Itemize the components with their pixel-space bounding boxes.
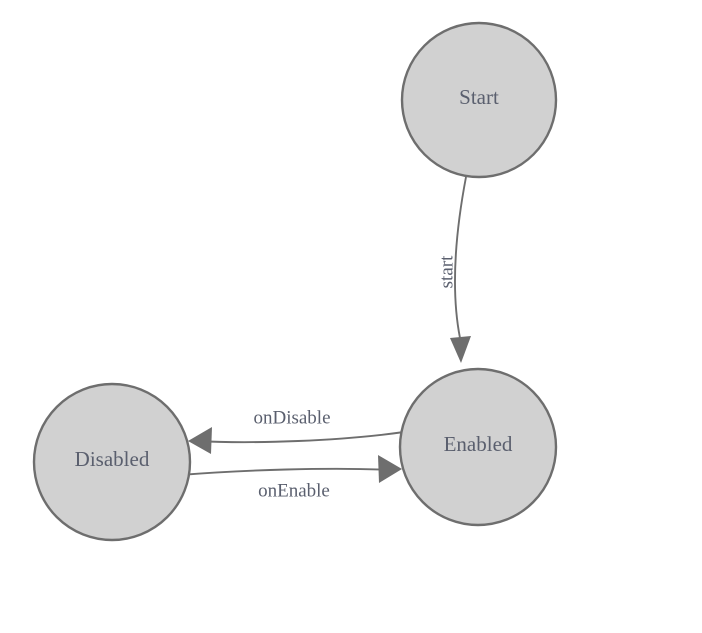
edge-disabled-to-enabled[interactable]: onEnable [179, 455, 402, 501]
edge-label-ondisable: onDisable [253, 407, 330, 428]
node-start-label: Start [459, 85, 499, 109]
edge-disabled-to-enabled-path [179, 467, 393, 476]
edge-start-to-enabled[interactable]: start [436, 176, 471, 363]
node-enabled-circle [398, 367, 558, 527]
node-disabled[interactable]: Disabled [32, 382, 192, 542]
arrowhead-down-enabled [450, 336, 471, 363]
node-disabled-circle [32, 382, 192, 542]
edge-enabled-to-disabled-path [195, 431, 405, 444]
node-disabled-label: Disabled [75, 447, 150, 471]
arrowhead-left-disabled [188, 427, 212, 454]
node-start-circle [400, 21, 558, 179]
edge-start-to-enabled-path [454, 176, 467, 339]
edge-label-start: start [436, 255, 457, 288]
node-enabled-label: Enabled [444, 432, 513, 456]
edge-enabled-to-disabled[interactable]: onDisable [188, 407, 405, 454]
node-start[interactable]: Start [400, 21, 558, 179]
node-enabled[interactable]: Enabled [398, 367, 558, 527]
edge-label-onenable: onEnable [258, 480, 330, 501]
arrowhead-right-enabled [378, 455, 402, 483]
